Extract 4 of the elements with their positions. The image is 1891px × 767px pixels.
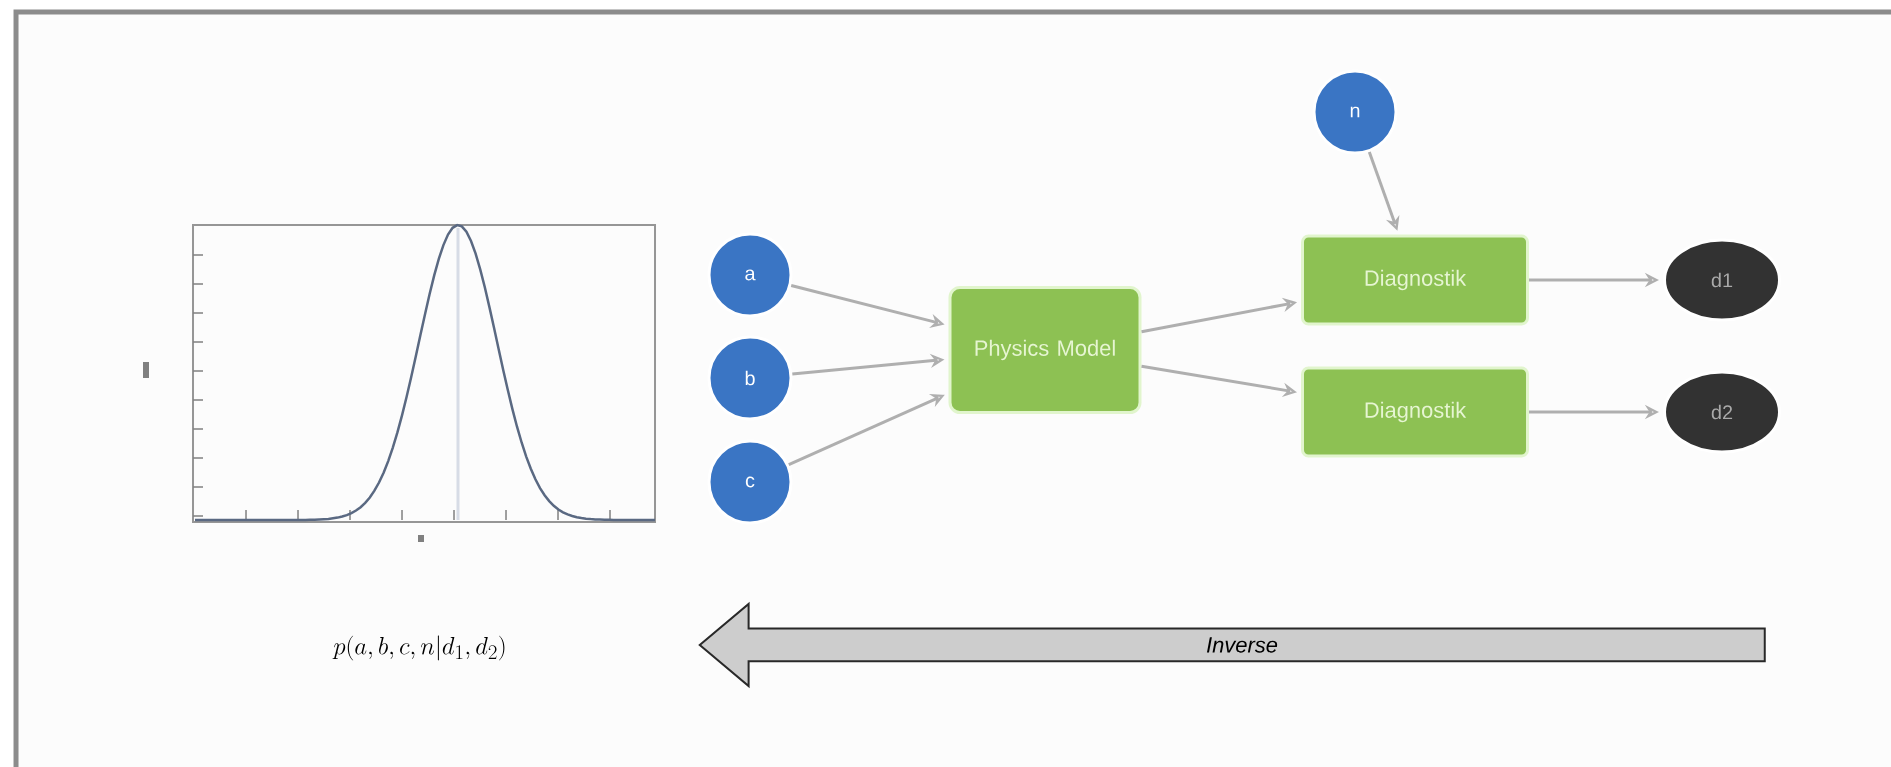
diagnostic-box: Diagnostik <box>1301 234 1529 326</box>
model-box: Physics Model <box>948 286 1142 414</box>
diagnostic-box: Diagnostik <box>1301 366 1529 458</box>
formula: $p(a,b,c,n|d_1,d_2)$ <box>332 635 505 661</box>
